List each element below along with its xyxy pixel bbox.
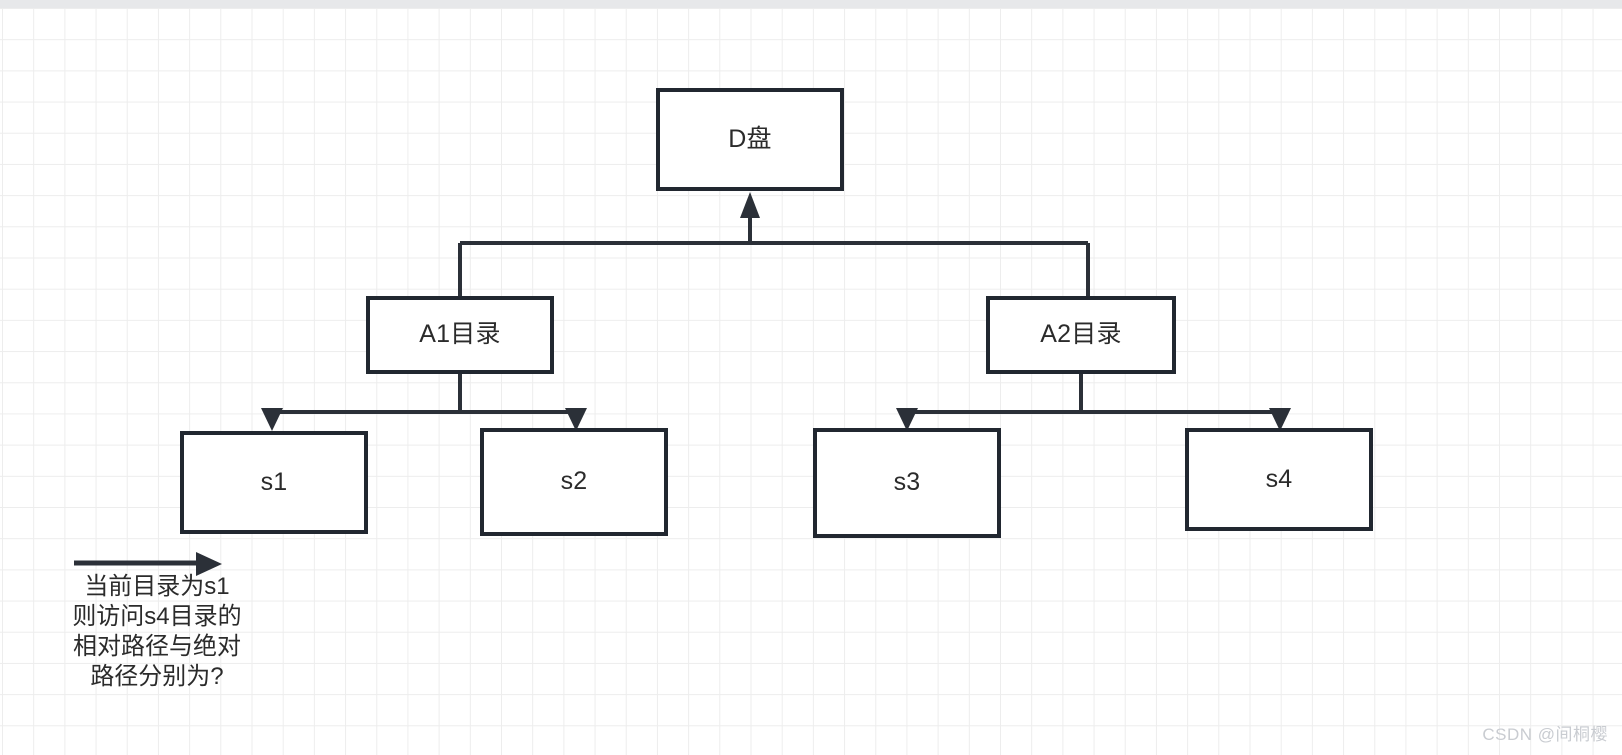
edge-a1-children: [261, 374, 587, 431]
node-root[interactable]: D盘: [656, 88, 844, 191]
node-s1-label: s1: [260, 467, 288, 496]
node-a1[interactable]: A1目录: [366, 296, 554, 374]
node-s2[interactable]: s2: [480, 428, 668, 536]
node-s4-label: s4: [1265, 464, 1293, 493]
annotation-arrow-icon: [74, 552, 222, 576]
node-a2[interactable]: A2目录: [986, 296, 1176, 374]
edge-a2-children: [896, 374, 1291, 431]
node-s4[interactable]: s4: [1185, 428, 1373, 531]
node-s2-label: s2: [560, 467, 588, 496]
node-a1-label: A1目录: [419, 320, 501, 349]
edge-root-inbound: [740, 192, 760, 243]
node-s3-label: s3: [893, 468, 921, 497]
watermark: CSDN @间桐樱: [1482, 725, 1608, 744]
node-s3[interactable]: s3: [813, 428, 1001, 538]
node-a2-label: A2目录: [1040, 320, 1122, 349]
annotation-text: 当前目录为s1 则访问s4目录的 相对路径与绝对 路径分别为?: [72, 573, 242, 690]
node-root-label: D盘: [728, 124, 772, 153]
node-s1[interactable]: s1: [180, 431, 368, 534]
edge-level1-bus: [458, 241, 1090, 296]
top-band: [0, 0, 1622, 8]
